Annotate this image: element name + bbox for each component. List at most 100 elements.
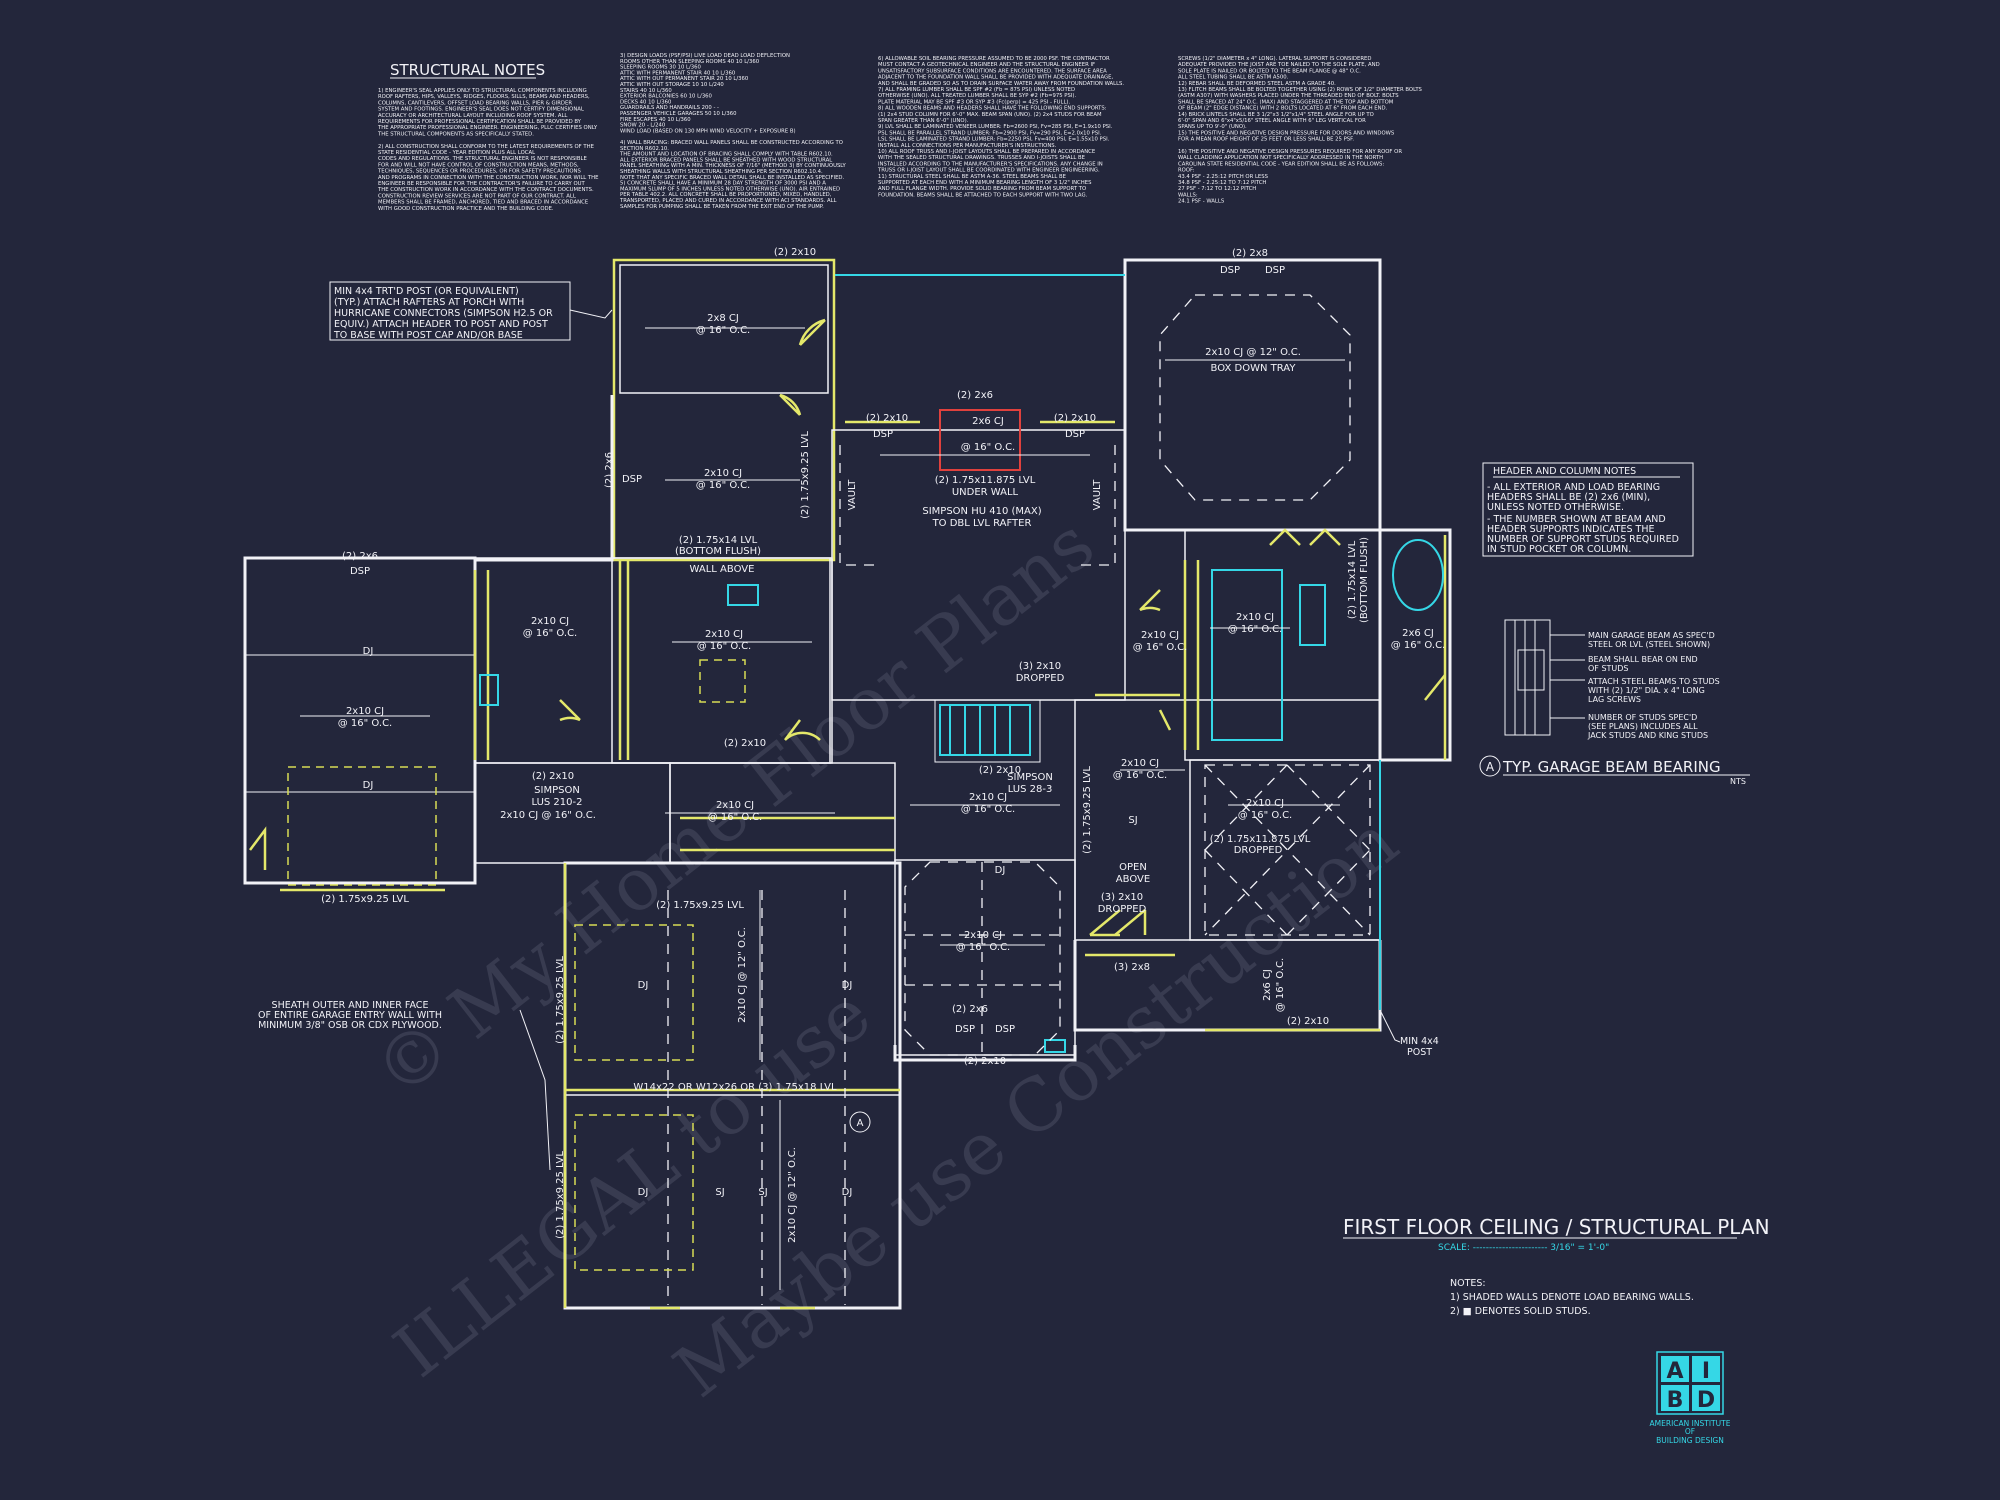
- label-twox6: (2) 2x6: [957, 390, 993, 401]
- notes-item-1: 1) SHADED WALLS DENOTE LOAD BEARING WALL…: [1450, 1292, 1694, 1303]
- structural-note-line: SAMPLES FOR PUMPING SHALL BE TAKEN FROM …: [620, 204, 824, 210]
- label-open: OPEN: [1119, 862, 1147, 873]
- structural-note-line: ACCURACY OR ARCHITECTURAL LAYOUT INCLUDI…: [378, 113, 567, 119]
- structural-note-line: 13) FLITCH BEAMS SHALL BE BOLTED TOGETHE…: [1178, 87, 1423, 93]
- gd-note-8: NUMBER OF STUDS SPEC'D: [1588, 713, 1697, 722]
- gd-note-2: STEEL OR LVL (STEEL SHOWN): [1588, 640, 1710, 649]
- structural-note-line: SPAN GREATER THAN 6'-0" (UNO).: [878, 118, 969, 124]
- porch-callout-line-3: HURRICANE CONNECTORS (SIMPSON H2.5 OR: [334, 308, 553, 319]
- header-note-6: NUMBER OF SUPPORT STUDS REQUIRED: [1487, 534, 1679, 545]
- structural-note-line: MAXIMUM SLUMP OF 5 INCHES UNLESS NOTED O…: [620, 186, 840, 192]
- label-oc-center: @ 16" O.C.: [961, 804, 1016, 815]
- structural-note-line: WITH THE SEALED STRUCTURAL DRAWINGS. TRU…: [878, 155, 1086, 161]
- header-note-7: IN STUD POCKET OR COLUMN.: [1487, 544, 1631, 555]
- structural-note-line: ENGINEER BE RESPONSIBLE FOR THE CONTRACT…: [378, 181, 586, 187]
- structural-note-line: AND SHALL BE GRADED SO AS TO DRAIN SURFA…: [878, 81, 1124, 87]
- label-dbl-lvl: TO DBL LVL RAFTER: [932, 518, 1032, 529]
- structural-note-line: FOR A MEAN ROOF HEIGHT OF 25 FEET OR LES…: [1178, 137, 1354, 143]
- min-post-line-1: MIN 4x4: [1400, 1036, 1439, 1047]
- structural-note-line: STAIRS 40 10 L/360: [620, 88, 672, 94]
- label-sj-g1: SJ: [715, 1187, 724, 1198]
- label-dsp-tr1: DSP: [1220, 265, 1240, 276]
- label-lvl-under: (2) 1.75x11.875 LVL: [935, 475, 1036, 486]
- label-oc-2x6: @ 16" O.C.: [961, 442, 1016, 453]
- structural-note-line: TRANSPORTED, PLACED AND CURED IN ACCORDA…: [619, 198, 837, 204]
- notes-item-2: 2) ■ DENOTES SOLID STUDS.: [1450, 1306, 1591, 1317]
- structural-note-line: WALL CLADDING APPLICATION NOT SPECIFICAL…: [1178, 155, 1383, 161]
- porch-post-callout: MIN 4x4 TRT'D POST (OR EQUIVALENT) (TYP.…: [329, 281, 613, 341]
- label-laundry-cj: 2x10 CJ: [705, 629, 743, 640]
- structural-note-line: SHALL BE SPACED AT 24" O.C. (MAX) AND ST…: [1178, 99, 1394, 105]
- label-garage-cj-vert2: 2x10 CJ @ 12" O.C.: [787, 1147, 798, 1243]
- gd-note-9: (SEE PLANS) INCLUDES ALL: [1588, 722, 1698, 731]
- structural-note-line: MEMBERS SHALL BE FRAMED, ANCHORED, TIED …: [378, 200, 589, 206]
- label-dsp-center-right: DSP: [1065, 429, 1085, 440]
- label-porch-cj: 2x8 CJ: [707, 313, 739, 324]
- label-oc-right: @ 16" O.C.: [1113, 770, 1168, 781]
- label-above: ABOVE: [1116, 874, 1150, 885]
- structural-note-line: CAROLINA STATE RESIDENTIAL CODE - YEAR E…: [1178, 161, 1384, 167]
- label-dsp-bottom-left: DSP: [955, 1024, 975, 1035]
- label-garage-lvl-left2: (2) 1.75x9.25 LVL: [555, 1151, 566, 1239]
- gd-note-4: OF STUDS: [1588, 664, 1629, 673]
- label-ml-2x6cj: 2x6 CJ: [1402, 628, 1434, 639]
- structural-note-line: TRUSS OR I-JOIST LAYOUT SHALL BE COORDIN…: [877, 168, 1100, 174]
- label-dropped-b: DROPPED: [1098, 904, 1147, 915]
- label-cj-right: 2x10 CJ: [1121, 758, 1159, 769]
- label-porch-oc: @ 16" O.C.: [696, 325, 751, 336]
- label-garage-lvl: (2) 1.75x9.25 LVL: [321, 894, 409, 905]
- structural-notes-col2: 3) DESIGN LOADS (PSF/PSI) LIVE LOAD DEAD…: [619, 53, 847, 210]
- label-simpson-2: SIMPSON: [534, 785, 580, 796]
- structural-note-line: FOR AND WILL NOT HAVE CONTROL OF CONSTRU…: [378, 162, 579, 168]
- logo-letter-d: D: [1697, 1388, 1715, 1413]
- sheath-callout: SHEATH OUTER AND INNER FACE OF ENTIRE GA…: [258, 1000, 551, 1171]
- structural-note-line: 34.8 PSF - 2.25:12 TO 7:12 PITCH: [1178, 180, 1266, 186]
- structural-note-line: ADEQUATE PROVIDED THE JOIST ARE TOE NAIL…: [1178, 62, 1380, 68]
- stair: [934, 699, 1041, 763]
- logo-letter-i: I: [1702, 1359, 1710, 1384]
- label-bath-flush: (BOTTOM FLUSH): [1359, 537, 1370, 623]
- label-twox10-mid: (2) 2x10: [724, 738, 766, 749]
- structural-note-line: ROOMS OTHER THAN SLEEPING ROOMS 40 10 L/…: [620, 59, 760, 65]
- header-note-4: - THE NUMBER SHOWN AT BEAM AND: [1487, 514, 1666, 525]
- structural-note-line: SLEEPING ROOMS 30 10 L/360: [620, 65, 701, 71]
- structural-note-line: WIND LOAD (BASED ON 130 MPH WIND VELOCIT…: [620, 128, 796, 134]
- gd-nts: NTS: [1730, 777, 1746, 786]
- gd-note-3: BEAM SHALL BEAR ON END: [1588, 655, 1698, 664]
- structural-note-line: NOTE THAT ANY SPECIFIC BRACED WALL DETAI…: [620, 175, 845, 181]
- label-lvl925-vert: (2) 1.75x9.25 LVL: [800, 431, 811, 519]
- label-dropped-right: DROPPED: [1234, 845, 1283, 856]
- structural-note-line: 7) ALL FRAMING LUMBER SHALL BE SPF #2 (F…: [878, 87, 1075, 93]
- porch-callout-line-5: TO BASE WITH POST CAP AND/OR BASE: [333, 330, 523, 341]
- label-twox10-right: (2) 2x10: [1054, 413, 1096, 424]
- label-2x6oc-vert: @ 16" O.C.: [1275, 958, 1286, 1013]
- label-garage-dsp: DSP: [350, 566, 370, 577]
- structural-note-line: SNOW 20 - L/240: [620, 123, 666, 129]
- load-bearing-walls: [473, 420, 1447, 1050]
- min-post-callout: MIN 4x4 POST: [1379, 1009, 1439, 1058]
- gd-mark: A: [1486, 760, 1495, 774]
- label-cj-2x6: 2x6 CJ: [972, 416, 1004, 427]
- garage-beam-detail: MAIN GARAGE BEAM AS SPEC'D STEEL OR LVL …: [1479, 619, 1750, 786]
- aibd-logo: A I B D AMERICAN INSTITUTE OF BUILDING D…: [1650, 1351, 1731, 1445]
- label-sj-right: SJ: [1128, 815, 1137, 826]
- label-ml-oc: @ 16" O.C.: [1391, 640, 1446, 651]
- gd-title: TYP. GARAGE BEAM BEARING: [1502, 758, 1721, 776]
- label-oc-lower-right: @ 16" O.C.: [1238, 810, 1293, 821]
- label-dropped: DROPPED: [1016, 673, 1065, 684]
- label-cj-center: 2x10 CJ: [969, 792, 1007, 803]
- label-lus210: LUS 210-2: [532, 797, 583, 808]
- title-block: FIRST FLOOR CEILING / STRUCTURAL PLAN SC…: [1343, 1215, 1770, 1317]
- structural-note-line: 24.1 PSF - WALLS: [1178, 199, 1225, 205]
- header-column-notes: HEADER AND COLUMN NOTES - ALL EXTERIOR A…: [1482, 462, 1694, 557]
- label-dj-g4: DJ: [842, 1187, 853, 1198]
- structural-note-line: 11) STRUCTURAL STEEL SHALL BE ASTM A-36.…: [878, 174, 1067, 180]
- label-twox10-left2: (2) 2x10: [532, 771, 574, 782]
- plan-title: FIRST FLOOR CEILING / STRUCTURAL PLAN: [1343, 1215, 1770, 1239]
- porch-callout-line-2: (TYP.) ATTACH RAFTERS AT PORCH WITH: [334, 297, 524, 308]
- label-garage-lvl-top: (2) 1.75x9.25 LVL: [656, 900, 744, 911]
- gd-note-6: WITH (2) 1/2" DIA. x 4" LONG: [1588, 686, 1705, 695]
- structural-note-line: 4) WALL BRACING: BRACED WALL PANELS SHAL…: [620, 140, 843, 146]
- gd-note-1: MAIN GARAGE BEAM AS SPEC'D: [1588, 631, 1715, 640]
